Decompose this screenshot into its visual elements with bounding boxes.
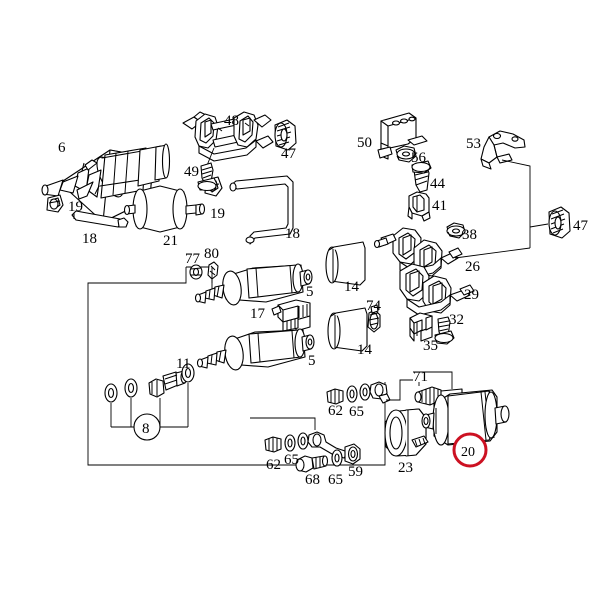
part-74-hose-clamp-small (367, 304, 381, 333)
callout-14a: 14 (344, 279, 360, 295)
part-56-nut (395, 145, 417, 163)
callout-53: 53 (466, 136, 481, 152)
part-group-lower-line (264, 431, 361, 473)
callout-80: 80 (204, 246, 219, 262)
callout-5a: 5 (306, 284, 314, 300)
part-8-repair-kit-group (104, 363, 195, 403)
callout-circle-8 (133, 413, 161, 441)
part-5b-fuel-pump (196, 328, 315, 371)
callout-62a: 62 (328, 403, 343, 419)
callout-21: 21 (163, 233, 178, 249)
part-group-upper-line (326, 379, 413, 405)
callout-17: 17 (250, 306, 266, 322)
callout-19b: 19 (210, 206, 225, 222)
callout-32: 32 (449, 312, 464, 328)
callout-8: 8 (142, 421, 150, 437)
callout-59: 59 (348, 464, 363, 480)
leader-71 (413, 371, 453, 389)
part-44-bolt (411, 160, 432, 193)
callout-71: 71 (413, 369, 428, 385)
callout-47b: 47 (573, 218, 589, 234)
callout-38: 38 (462, 227, 477, 243)
part-23-accumulator-clamp (384, 408, 429, 457)
part-77-seal-ring (189, 264, 203, 280)
leader-lower-line (250, 417, 316, 430)
part-80-washer (207, 261, 219, 280)
callout-29: 29 (464, 287, 479, 303)
part-41-clip (407, 191, 431, 222)
part-18b-fuel-line-u (229, 175, 294, 245)
callout-44: 44 (430, 176, 446, 192)
callout-48: 48 (224, 113, 239, 129)
callout-49: 49 (184, 164, 199, 180)
part-35-clip-bracket (409, 312, 433, 342)
callout-65a: 65 (349, 404, 364, 420)
callout-5b: 5 (308, 353, 316, 369)
part-48-pump-bracket (182, 111, 274, 162)
callout-74: 74 (366, 298, 382, 314)
part-14b-pump-sleeve (327, 307, 368, 352)
part-38-nut (446, 222, 466, 239)
callout-19a: 19 (68, 199, 83, 215)
callout-11: 11 (176, 356, 190, 372)
part-53-retaining-bracket (480, 130, 526, 170)
callout-68: 68 (305, 472, 320, 488)
part-17-electrical-connector (271, 299, 311, 332)
callout-23: 23 (398, 460, 413, 476)
callout-26: 26 (465, 259, 481, 275)
leader-47b (501, 159, 549, 248)
highlight-circle-part-20 (452, 432, 488, 468)
part-47a-rubber-mount (274, 119, 297, 151)
callout-18b: 18 (285, 226, 300, 242)
callout-35: 35 (423, 338, 438, 354)
part-18a-fuel-hose (71, 210, 129, 228)
callout-50: 50 (357, 135, 372, 151)
part-5a-fuel-pump (194, 263, 313, 306)
part-21-fuel-filter (123, 185, 206, 233)
callout-65c: 65 (328, 472, 343, 488)
part-26-pump-clamp-upper (373, 227, 463, 279)
callout-47a: 47 (281, 146, 297, 162)
callout-65b: 65 (284, 452, 299, 468)
callout-77: 77 (185, 251, 201, 267)
part-50-mounting-block (377, 112, 428, 160)
callout-41: 41 (432, 198, 447, 214)
part-29-pump-clamp-lower (399, 263, 475, 316)
part-14a-pump-sleeve (325, 241, 366, 286)
part-32-bolt (434, 316, 455, 345)
callout-6: 6 (58, 140, 66, 156)
part-20-fuel-accumulator (421, 389, 510, 446)
part-49-bolt (197, 147, 218, 192)
part-47b-rubber-mount (548, 206, 571, 239)
leader-26 (454, 247, 531, 259)
callout-18a: 18 (82, 231, 97, 247)
group-bracket-8 (110, 383, 189, 428)
part-19a-grommet (46, 194, 64, 213)
callout-14b: 14 (357, 342, 373, 358)
callout-62b: 62 (266, 457, 281, 473)
callout-20: 20 (461, 445, 475, 460)
